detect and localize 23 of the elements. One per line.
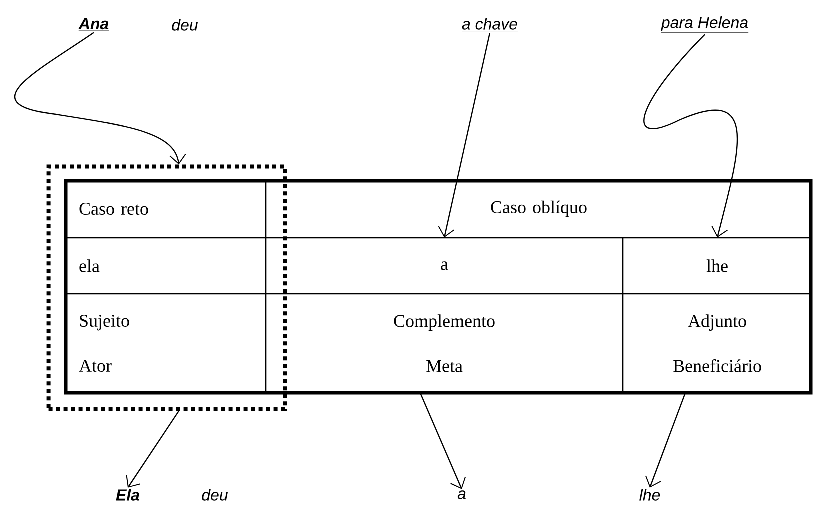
word: lhe <box>640 489 660 501</box>
table-cell: Adjunto Beneficiário <box>674 314 762 372</box>
word: a <box>458 490 466 500</box>
arrow <box>14 32 186 165</box>
table-cell: ela <box>80 260 100 272</box>
word: Ana <box>78 18 110 32</box>
table-cell: a <box>441 262 448 270</box>
arrow <box>644 34 738 238</box>
word: Ela <box>116 489 140 501</box>
table-cell: Caso reto <box>80 202 148 216</box>
table-cell: lhe <box>706 260 728 272</box>
word: deu <box>172 19 198 31</box>
table-cell: Caso oblíquo <box>491 200 587 218</box>
word: deu <box>202 489 228 501</box>
arrow <box>645 393 686 488</box>
word: a chave <box>462 18 518 32</box>
dotted-box <box>46 164 288 412</box>
word: para Helena <box>661 16 749 34</box>
table-cell: Sujeito Ator <box>79 314 130 372</box>
arrow <box>438 32 491 238</box>
table-cell: Complemento Meta <box>394 314 495 372</box>
arrow <box>126 410 180 488</box>
arrow <box>420 392 466 490</box>
